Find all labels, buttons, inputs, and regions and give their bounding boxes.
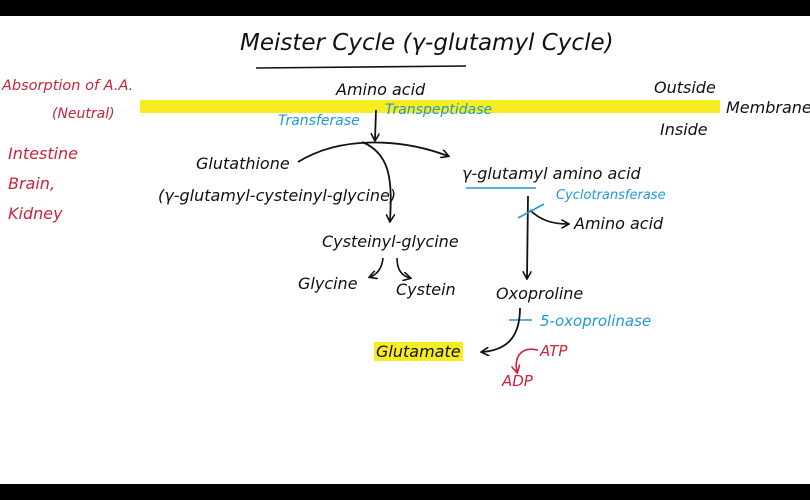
amino-acid-released: Amino acid [574, 214, 664, 233]
transpeptidase-label: Transpeptidase [385, 102, 493, 118]
bottom-letterbox-bar [0, 484, 810, 500]
top-letterbox-bar [0, 0, 810, 16]
organ-kidney: Kidney [8, 204, 63, 223]
neutral-note: (Neutral) [52, 106, 115, 122]
glutamate-node: Glutamate [374, 342, 463, 361]
pathway-arrows [255, 65, 810, 484]
oxoprolinase-label: 5-oxoprolinase [540, 312, 652, 330]
amino-acid-outside: Amino acid [336, 80, 426, 99]
glutathione-node: Glutathione [196, 154, 290, 173]
absorption-note: Absorption of A.A. [2, 78, 134, 94]
organ-brain: Brain, [8, 174, 56, 193]
gamma-glutamyl-amino-acid-node: γ-glutamyl amino acid [462, 164, 641, 183]
cystein-node: Cystein [396, 280, 456, 299]
arrow-to-glycine [370, 257, 384, 277]
organ-intestine: Intestine [8, 144, 79, 163]
arrow-amino-acid-down [375, 109, 376, 140]
glycine-node: Glycine [298, 274, 358, 293]
title-underline [255, 65, 467, 69]
cyclotransferase-label: Cyclotransferase [556, 188, 666, 203]
atp-adp-arrow [516, 348, 539, 372]
cyclotransferase-tick [517, 203, 545, 219]
whiteboard: Meister Cycle (γ-glutamyl Cycle) Absorpt… [0, 16, 810, 484]
arrow-to-cysteinyl-glycine [361, 141, 391, 221]
page-title: Meister Cycle (γ-glutamyl Cycle) [240, 30, 614, 56]
inside-label: Inside [660, 120, 708, 139]
cysteinyl-glycine-node: Cysteinyl-glycine [322, 232, 459, 251]
arrow-to-oxoproline [527, 195, 528, 278]
adp-label: ADP [502, 372, 533, 390]
outside-label: Outside [654, 78, 716, 97]
transferase-label: Transferase [278, 113, 360, 129]
arrow-to-glutamate [482, 307, 521, 352]
glutathione-full-name: (γ-glutamyl-cysteinyl-glycine) [158, 186, 397, 205]
membrane-band [140, 100, 720, 113]
membrane-label: Membrane [726, 98, 810, 117]
oxoproline-node: Oxoproline [496, 284, 584, 303]
arrow-to-cystein [396, 257, 410, 278]
arrow-to-gamma-glutamyl [297, 141, 448, 163]
atp-label: ATP [540, 342, 568, 360]
arrow-to-amino-acid-right [529, 209, 568, 224]
